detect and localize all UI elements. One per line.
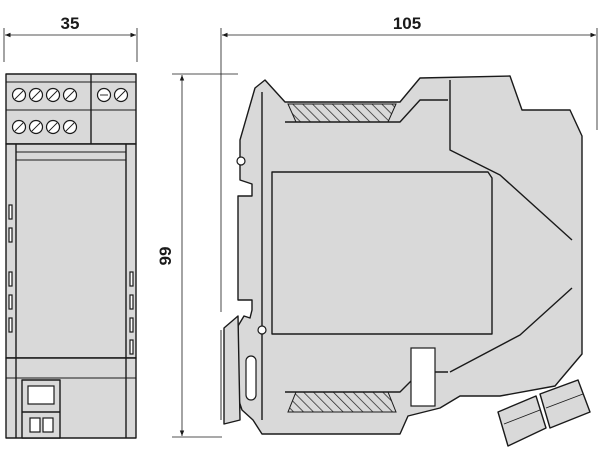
din-rail-clip [220, 315, 241, 425]
front-housing [5, 143, 137, 359]
mount-hole-lower [257, 325, 267, 335]
screw-terminals-row-1 [11, 87, 129, 103]
upper-vent [287, 103, 397, 123]
front-plug-connector [21, 379, 61, 439]
dimension-length: 105 [220, 14, 598, 312]
side-slot [245, 355, 257, 401]
lower-vent [287, 391, 397, 413]
side-label-panel [271, 171, 493, 335]
front-view [5, 73, 137, 439]
screw-terminals-row-2 [11, 119, 78, 135]
dimension-height-label: 99 [156, 247, 175, 266]
side-view [220, 75, 591, 447]
side-plug-connectors [497, 379, 591, 447]
mount-hole-upper [236, 156, 246, 166]
dimension-width: 35 [3, 14, 138, 62]
led-window [410, 347, 436, 407]
dimension-height: 99 [156, 73, 238, 438]
dimension-length-label: 105 [393, 14, 421, 33]
dimension-width-label: 35 [61, 14, 80, 33]
front-vent-slots [8, 204, 134, 355]
